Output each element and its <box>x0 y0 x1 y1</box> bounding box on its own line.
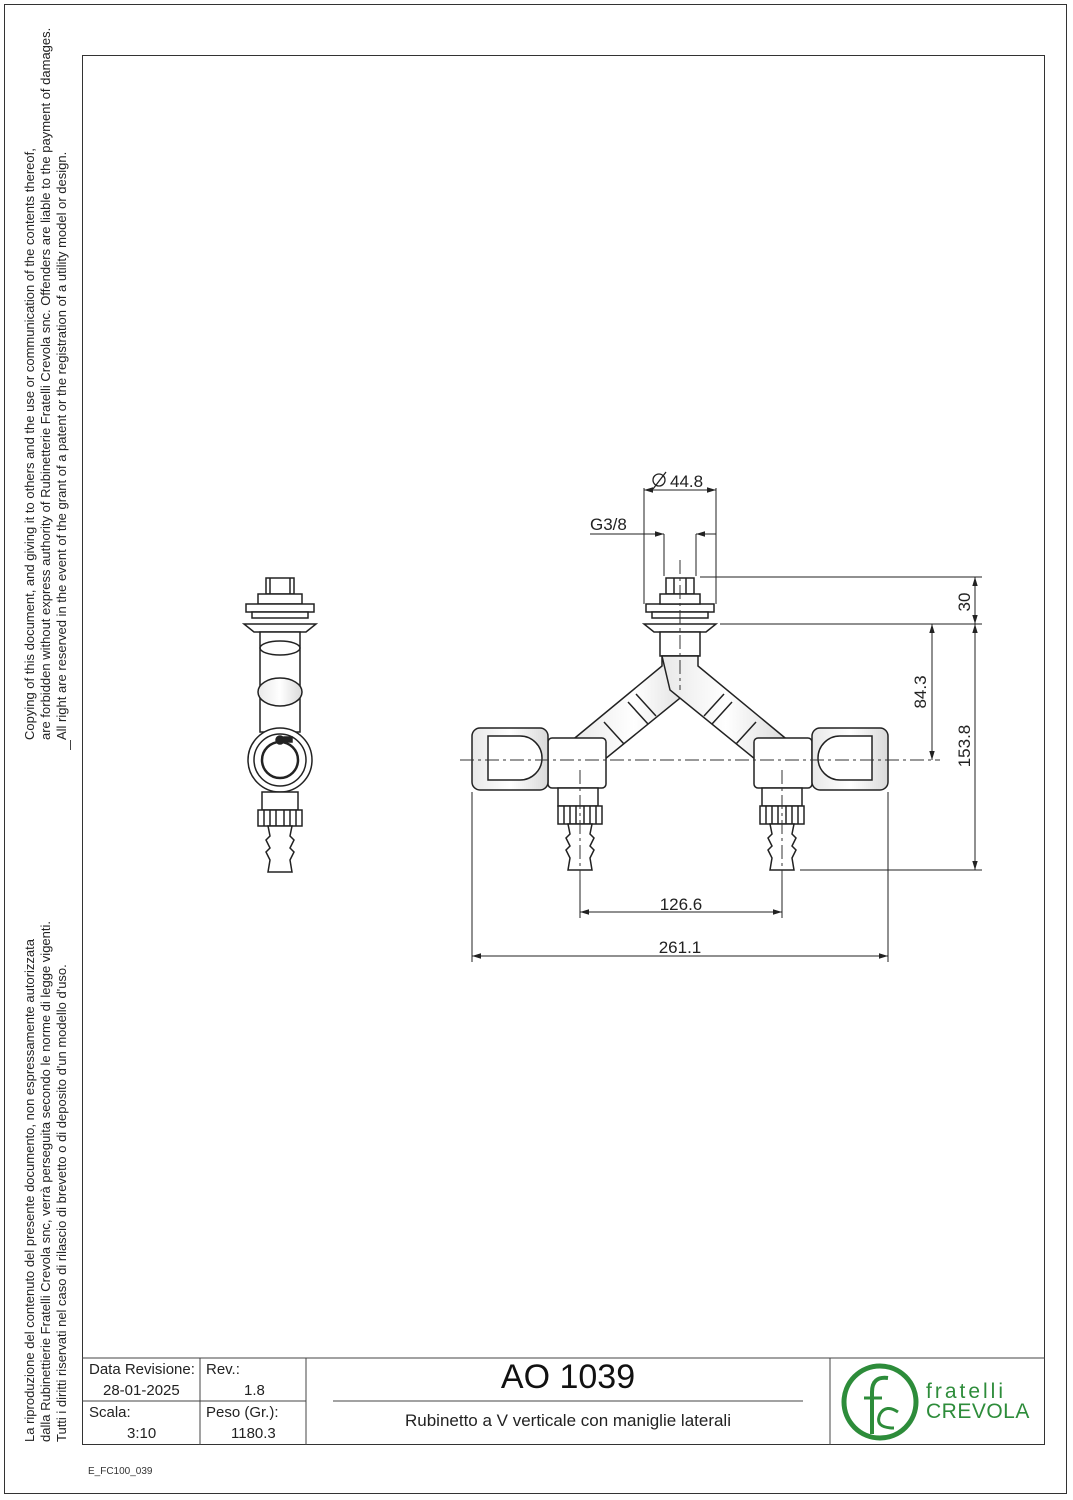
notice-separator <box>70 740 71 750</box>
side-outlet-block <box>261 791 299 811</box>
side-body-band <box>257 677 303 707</box>
scale-label: Scala: <box>89 1404 131 1421</box>
side-flange-top <box>245 603 315 613</box>
right-handle-grip <box>817 735 873 781</box>
dim-total-width: 261.1 <box>659 938 702 957</box>
dimension-lines <box>471 487 982 962</box>
document-id: E_FC100_039 <box>88 1466 153 1477</box>
weight-label: Peso (Gr.): <box>206 1404 279 1421</box>
side-flange-bottom <box>241 623 319 633</box>
dim-handle-axis-height: 84.3 <box>911 675 930 708</box>
revision-date: 28-01-2025 <box>103 1382 180 1399</box>
dim-top-height: 30 <box>955 593 974 612</box>
revision-date-label: Data Revisione: <box>89 1361 195 1378</box>
scale-value: 3:10 <box>127 1425 157 1442</box>
product-description: Rubinetto a V verticale con maniglie lat… <box>404 1411 731 1430</box>
company-logo <box>841 1363 919 1441</box>
product-code: AO 1039 <box>500 1358 636 1396</box>
logo-ring <box>841 1363 919 1441</box>
side-hose-nozzle <box>265 825 295 873</box>
diameter-symbol <box>652 471 667 490</box>
rev-label: Rev.: <box>206 1361 240 1378</box>
weight-value: 1180.3 <box>231 1425 276 1442</box>
left-handle-grip <box>487 735 543 781</box>
title-block-grid <box>82 1357 1045 1445</box>
logo-line1: fratelli <box>926 1380 1007 1403</box>
dim-diameter: 44.8 <box>670 472 703 491</box>
right-valve-body <box>753 737 813 789</box>
left-outlet-block <box>557 787 599 807</box>
logo-line2: CREVOLA <box>926 1400 1030 1423</box>
center-lines <box>460 560 940 880</box>
rev-value: 1.8 <box>244 1382 265 1399</box>
front-view <box>471 577 889 871</box>
drawing-frame <box>82 55 1045 1445</box>
side-view <box>241 577 319 873</box>
dim-total-height: 153.8 <box>955 725 974 768</box>
left-valve-body <box>547 737 607 789</box>
dim-thread: G3/8 <box>590 515 627 534</box>
side-washer <box>257 593 303 605</box>
dim-outlet-spacing: 126.6 <box>660 895 703 914</box>
outer-border <box>4 4 1067 1494</box>
